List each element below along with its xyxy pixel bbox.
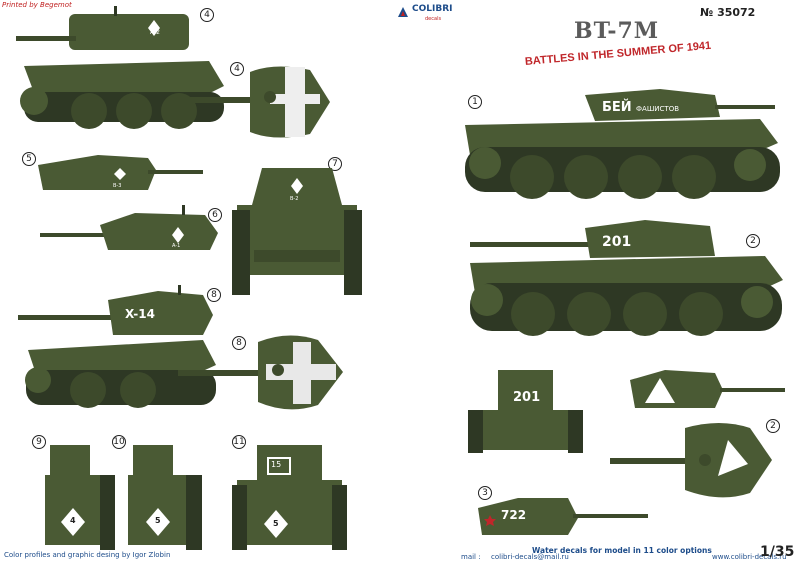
profile-6-marking: A-1	[172, 243, 181, 249]
profile-10-marking: 5	[155, 516, 161, 525]
profile-1-marking-2: ФАШИСТОВ	[636, 105, 680, 113]
website-link[interactable]: www.colibri-decals.ru	[712, 553, 787, 561]
credits-text: Color profiles and graphic desing by Igo…	[4, 551, 171, 559]
profile-9-marking: 4	[70, 516, 76, 525]
scale-label: 1/35	[760, 544, 795, 560]
profile-6-label: 6	[208, 206, 222, 222]
profile-7-front-view	[232, 160, 362, 304]
profile-2-top-view	[610, 418, 775, 507]
profile-1-marking: БЕЙ	[602, 100, 632, 115]
catalog-number: № 35072	[700, 6, 756, 19]
profile-2-label: 2	[746, 232, 760, 248]
profile-2-side-view	[465, 218, 785, 352]
profile-5-label: 5	[22, 150, 36, 166]
printer-credit: Printed by Begemot	[2, 1, 72, 9]
profile-8-marking: X-14	[125, 307, 155, 321]
profile-11-marking: 5	[273, 519, 279, 528]
brand-sub: decals	[425, 16, 442, 22]
profile-9-label: 9	[32, 433, 46, 449]
profile-9-rear-view	[45, 440, 120, 554]
colibri-logo-icon	[396, 4, 410, 23]
profile-5-turret	[38, 150, 203, 199]
profile-11-rear-view	[232, 440, 347, 554]
profile-7-label: 7	[328, 155, 342, 171]
profile-10-rear-view	[128, 440, 208, 554]
water-decals-text: Water decals for model in 11 color optio…	[532, 546, 712, 555]
page-title: BT-7M	[574, 18, 660, 44]
profile-3-label: 3	[478, 484, 492, 500]
profile-2-top-label: 2	[766, 417, 780, 433]
profile-4-label: 4	[200, 6, 214, 22]
profile-6-turret	[40, 205, 220, 259]
profile-7-marking: B-2	[290, 196, 299, 202]
profile-4-top-label: 4	[230, 60, 244, 76]
profile-2-marking: 201	[602, 234, 632, 250]
profile-3-turret	[478, 490, 648, 544]
profile-8-label: 8	[207, 286, 221, 302]
profile-5-marking: B-3	[113, 183, 122, 189]
brand-name: COLIBRI	[412, 4, 453, 14]
profile-10-label: 10	[112, 435, 126, 449]
profile-2-rear-view	[468, 368, 583, 457]
profile-4-top-view	[170, 62, 340, 146]
profile-4-marking: A-2	[150, 29, 160, 36]
profile-8-side-view	[18, 285, 218, 424]
mail-label: mail :	[461, 553, 481, 561]
profile-1-side-view	[460, 85, 785, 214]
profile-11-label: 11	[232, 435, 246, 449]
profile-3-marking: 722	[501, 508, 527, 522]
profile-8-top-label: 8	[232, 334, 246, 350]
mail-link[interactable]: colibri-decals@mail.ru	[491, 553, 569, 561]
profile-2-rear-marking: 201	[513, 390, 541, 405]
profile-11-number: 15	[271, 460, 282, 469]
profile-1-label: 1	[468, 93, 482, 109]
profile-8-top-view	[178, 330, 348, 419]
profile-2-turret-side	[625, 368, 785, 417]
